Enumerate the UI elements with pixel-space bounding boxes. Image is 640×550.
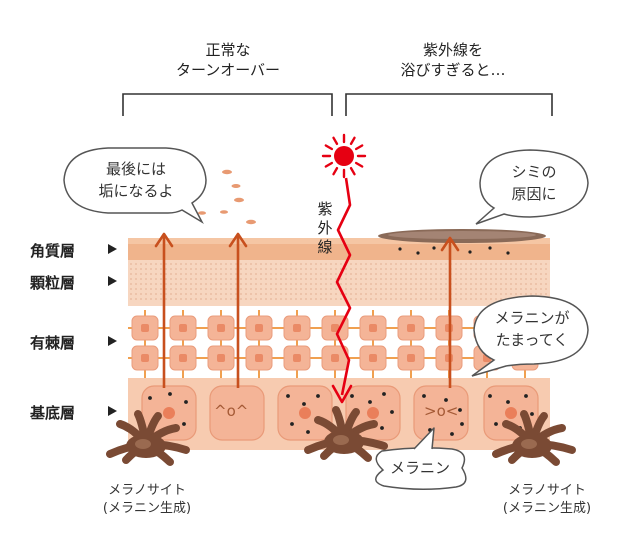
face-happy: ^o^ (214, 402, 249, 420)
melanin-granule (444, 398, 448, 402)
melanin-granule (488, 394, 492, 398)
spinous-cell (169, 345, 197, 371)
spinous-cell (359, 345, 387, 371)
spinous-cell (131, 315, 159, 341)
caption-melanocyte-left: メラノサイト (メラニン生成) (72, 482, 222, 518)
melanin-granule (168, 392, 172, 396)
spinous-cell (397, 315, 425, 341)
label-granular: 顆粒層 (30, 274, 76, 292)
bracket-normal (122, 93, 333, 116)
spinous-cell (207, 345, 235, 371)
bubble-mid-right-line2: たまってく (495, 331, 569, 349)
spinous-cell (283, 345, 311, 371)
spinous-cell (207, 315, 235, 341)
turnover-arrow (228, 232, 248, 388)
bubble-mid-right-text: メラニンが たまってく (478, 307, 586, 351)
label-corneum: 角質層 (30, 242, 76, 260)
spinous-cell (321, 315, 349, 341)
bubble-left-line1: 最後には (105, 160, 166, 178)
melanin-granule (182, 422, 186, 426)
melanocyte (304, 406, 388, 462)
spinous-cell (397, 345, 425, 371)
basal-cell (413, 385, 469, 441)
granular-layer (128, 260, 550, 306)
layer-pointers (108, 244, 117, 416)
melanin-granule (458, 408, 462, 412)
bubble-top-right-line1: シミの (511, 163, 557, 181)
melanin-granule (148, 396, 152, 400)
bubble-mid-right (471, 295, 589, 377)
melanin-granule (302, 402, 306, 406)
melanin-granule (506, 400, 510, 404)
heading-normal: 正常な ターンオーバー (148, 40, 308, 80)
uv-label: 紫外線 (317, 200, 333, 256)
melanin-granule (290, 422, 294, 426)
melanin-granule (524, 394, 528, 398)
melanin-granule (368, 400, 372, 404)
melanin-granule (380, 426, 384, 430)
spinous-cell (131, 345, 159, 371)
uv-ray-arrowhead (331, 384, 353, 404)
melanin-granule (390, 410, 394, 414)
spinous-cell (245, 345, 273, 371)
melanocyte (106, 410, 190, 466)
corneum-melanin-dots (398, 246, 510, 255)
caption-melanocyte-right: メラノサイト (メラニン生成) (472, 482, 622, 518)
basal-cell (277, 385, 333, 441)
heading-uv-line1: 紫外線を (422, 41, 483, 59)
bubble-left (63, 147, 207, 225)
bubble-melanin-tail (413, 427, 435, 450)
melanin-granule (316, 394, 320, 398)
bubble-left-text: 最後には 垢になるよ (70, 158, 202, 202)
melanin-granule (460, 422, 464, 426)
bubble-left-line2: 垢になるよ (98, 182, 174, 200)
caption-left-line2: (メラニン生成) (102, 501, 192, 516)
bubble-mid-right-line1: メラニンが (494, 309, 570, 327)
spinous-cell (245, 315, 273, 341)
label-spinous: 有棘層 (30, 334, 76, 352)
spinous-cell (283, 315, 311, 341)
spinous-cell (169, 315, 197, 341)
melanin-granule (306, 430, 310, 434)
bubble-melanin (375, 447, 467, 491)
turnover-arrow (440, 236, 460, 388)
melanin-granule (422, 394, 426, 398)
melanin-granule (530, 412, 534, 416)
bubble-top-right-text: シミの 原因に (486, 161, 582, 205)
melanin-spot-shade (388, 231, 536, 239)
melanocyte (492, 410, 576, 466)
melanin-granule (382, 392, 386, 396)
heading-uv: 紫外線を 浴びすぎると… (373, 40, 533, 80)
heading-normal-line1: 正常な (205, 41, 251, 59)
shedding-flakes (198, 169, 256, 225)
corneum-layer-highlight (128, 238, 550, 244)
melanin-granule (286, 394, 290, 398)
spinous-cell (321, 345, 349, 371)
turnover-arrows (154, 232, 460, 388)
label-basal: 基底層 (30, 404, 76, 422)
spinous-cells (131, 315, 539, 371)
melanin-granule (350, 394, 354, 398)
spinous-cell (359, 315, 387, 341)
face-distressed: >o< (424, 402, 459, 420)
bubble-top-right-line2: 原因に (511, 185, 557, 203)
bracket-uv (345, 93, 553, 116)
heading-uv-line2: 浴びすぎると… (400, 61, 506, 79)
bubble-top-right (475, 149, 589, 225)
melanin-granule (494, 422, 498, 426)
melanocytes (106, 406, 576, 466)
granular-texture (130, 263, 547, 300)
uv-sun-icon (321, 133, 367, 179)
caption-right-line2: (メラニン生成) (502, 501, 592, 516)
caption-left-line1: メラノサイト (108, 483, 186, 498)
bubble-melanin-text: メラニン (389, 459, 450, 477)
caption-right-line1: メラノサイト (508, 483, 586, 498)
melanin-granule (450, 432, 454, 436)
heading-normal-line2: ターンオーバー (175, 61, 281, 79)
uv-ray (335, 177, 352, 396)
turnover-arrow (154, 232, 174, 388)
melanin-granule (184, 400, 188, 404)
